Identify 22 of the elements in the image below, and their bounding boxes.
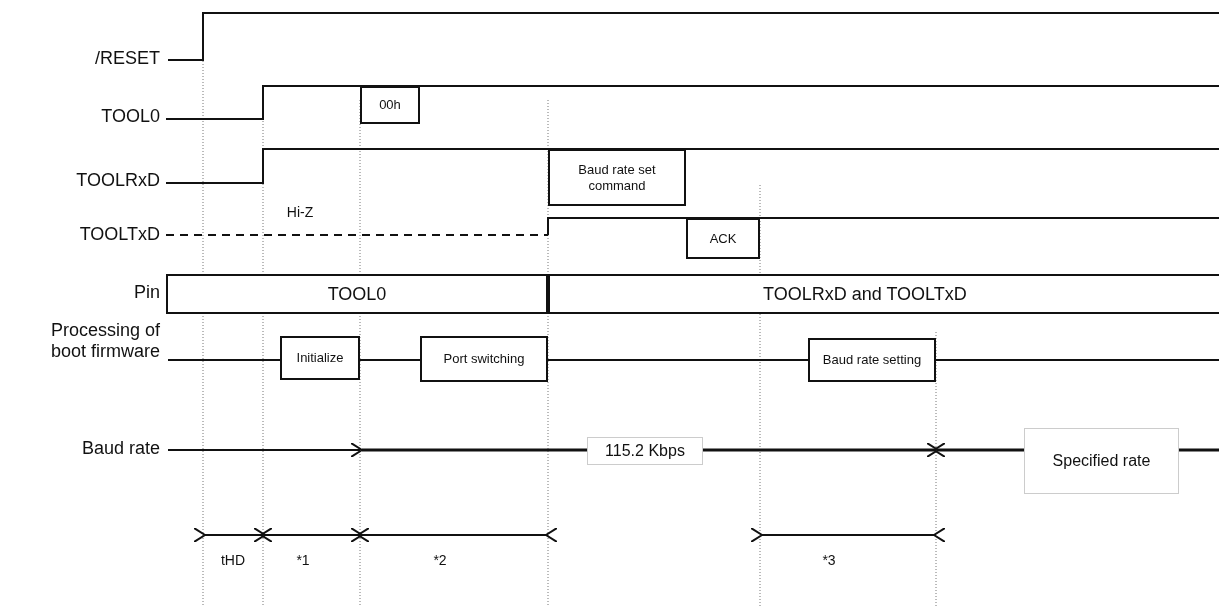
note-mark: *1: [296, 552, 310, 568]
signal-name: /RESET: [95, 48, 160, 69]
process-box: Initialize: [280, 336, 360, 380]
time-label: tHD: [220, 552, 246, 568]
signal-name: TOOLRxD: [76, 170, 160, 191]
signal-name: TOOLTxD: [79, 224, 160, 245]
row-name: Pin: [134, 282, 160, 303]
process-box: Port switching: [420, 336, 548, 382]
pin-segment: TOOLRxD and TOOLTxD: [548, 274, 1219, 314]
row-name: Baud rate: [81, 438, 160, 459]
data-box: Baud rate set command: [548, 149, 686, 206]
note-mark: *3: [822, 552, 836, 568]
state-label: Hi-Z: [286, 204, 314, 220]
note-mark: *2: [433, 552, 447, 568]
value-box: Specified rate: [1024, 428, 1179, 494]
value-box: 115.2 Kbps: [587, 437, 703, 465]
data-box: 00h: [360, 86, 420, 124]
process-box: Baud rate setting: [808, 338, 936, 382]
signal-name: TOOL0: [101, 106, 160, 127]
pin-segment: TOOL0: [166, 274, 548, 314]
row-name: Processing of boot firmware: [49, 320, 160, 362]
data-box: ACK: [686, 218, 760, 259]
